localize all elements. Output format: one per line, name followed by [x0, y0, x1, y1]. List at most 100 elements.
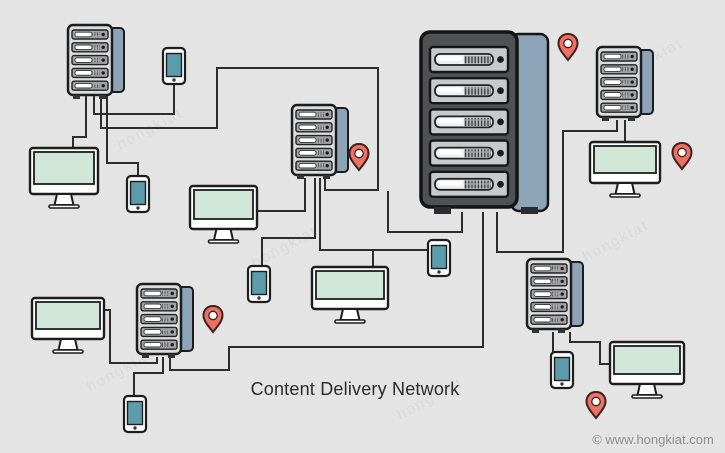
monitor-base — [609, 193, 641, 198]
server-tr — [595, 45, 654, 121]
server-foot — [532, 329, 539, 333]
link-server-tl-phone-tl2 — [106, 96, 139, 177]
server-bay-button — [560, 292, 564, 296]
server-foot — [521, 207, 538, 214]
server-foot — [602, 117, 609, 121]
server-bay-vents — [92, 32, 100, 37]
server-bay-slot — [143, 341, 162, 348]
server-bay-button — [170, 291, 174, 296]
server-bay-vents — [92, 45, 100, 50]
monitor-base — [631, 394, 663, 399]
server-bay-slot — [74, 82, 93, 89]
server-bay-slot — [298, 137, 317, 143]
server-bay-slot — [533, 316, 552, 323]
link-server-big-server-bl — [169, 212, 484, 371]
monitor-br — [608, 340, 686, 399]
server-bay-button — [170, 330, 174, 334]
server-bay-vents — [551, 317, 559, 322]
phone-screen — [126, 400, 144, 426]
link-server-big-server-m — [387, 191, 463, 233]
pin-m — [348, 142, 370, 172]
monitor-stand — [614, 182, 636, 195]
monitor-screen — [315, 270, 385, 300]
link-server-tr-server-big — [496, 120, 618, 253]
monitor-mb — [310, 265, 390, 324]
server-bay-button — [101, 58, 105, 62]
pin-hole — [677, 147, 687, 158]
monitor-base — [207, 239, 240, 244]
phone-tl — [161, 46, 187, 86]
link-phone-bl-server-bl — [133, 357, 164, 397]
monitor-stand — [57, 338, 79, 351]
server-bay-vents — [161, 304, 169, 309]
monitor-bl — [30, 296, 106, 354]
server-bay-slot — [298, 162, 317, 169]
server-bay-vents — [621, 67, 629, 72]
server-foot — [99, 95, 106, 99]
monitor-base — [52, 349, 84, 354]
pin-hole — [208, 310, 218, 321]
server-bay-slot — [298, 150, 317, 156]
server-bay-slot-highlight — [438, 118, 462, 124]
server-bay-vents — [92, 70, 100, 76]
pin-br — [585, 390, 607, 420]
server-bay-button — [497, 87, 504, 95]
server-bay-slot-highlight — [438, 87, 462, 92]
server-bay-vents — [161, 342, 169, 347]
server-bay-vents — [161, 291, 169, 296]
server-br — [525, 257, 584, 333]
server-bay-button — [560, 318, 564, 322]
server-m — [290, 103, 349, 179]
phone-home-button — [136, 206, 140, 210]
server-foot — [323, 175, 330, 179]
server-foot — [434, 207, 451, 214]
monitor-screen — [35, 301, 101, 330]
server-bay-slot — [143, 290, 162, 297]
server-bay-button — [101, 45, 105, 49]
server-foot — [73, 95, 80, 99]
server-bay-slot — [533, 278, 552, 285]
link-server-m-monitor-ml — [257, 178, 306, 212]
copyright-watermark: © www.hongkiat.com — [592, 432, 714, 447]
server-bay-vents — [92, 57, 100, 63]
server-bay-button — [497, 118, 504, 126]
monitor-r — [588, 140, 662, 198]
phone-screen — [165, 52, 183, 78]
monitor-base — [48, 204, 80, 209]
server-bay-vents — [464, 118, 491, 126]
server-bay-vents — [551, 291, 559, 297]
pin-hole — [354, 148, 364, 159]
monitor-tl — [28, 146, 100, 209]
link-server-tl-phone-tl — [93, 83, 175, 115]
server-bay-slot — [603, 92, 622, 98]
server-bay-vents — [316, 112, 324, 117]
server-bay-vents — [92, 83, 100, 88]
server-bay-vents — [316, 125, 324, 130]
monitor-screen — [33, 151, 95, 185]
server-bay-button — [101, 84, 105, 88]
server-bay-slot-highlight — [438, 181, 462, 186]
server-bay-vents — [464, 86, 491, 95]
link-server-tl-monitor-tl — [72, 96, 87, 150]
server-bay-slot — [298, 124, 317, 131]
server-bay-slot — [533, 304, 552, 310]
phone-home-button — [560, 382, 564, 386]
phone-screen — [553, 356, 571, 382]
connection-lines — [72, 67, 626, 397]
server-bay-slot — [74, 31, 93, 38]
link-server-m-phone-m — [261, 178, 316, 267]
server-bay-slot — [603, 66, 622, 73]
server-bay-vents — [621, 92, 629, 98]
server-bay-slot — [143, 329, 162, 335]
phone-screen — [250, 270, 268, 296]
server-bay-vents — [621, 54, 629, 59]
server-foot — [297, 175, 304, 179]
link-monitor-bl-server-bl — [103, 309, 158, 364]
monitor-stand — [636, 383, 658, 396]
server-bay-vents — [464, 149, 491, 158]
phone-tl2 — [125, 174, 151, 214]
server-bay-button — [325, 151, 329, 155]
pin-hole — [563, 38, 573, 49]
server-bay-slot — [603, 79, 622, 85]
monitor-base — [334, 319, 366, 324]
